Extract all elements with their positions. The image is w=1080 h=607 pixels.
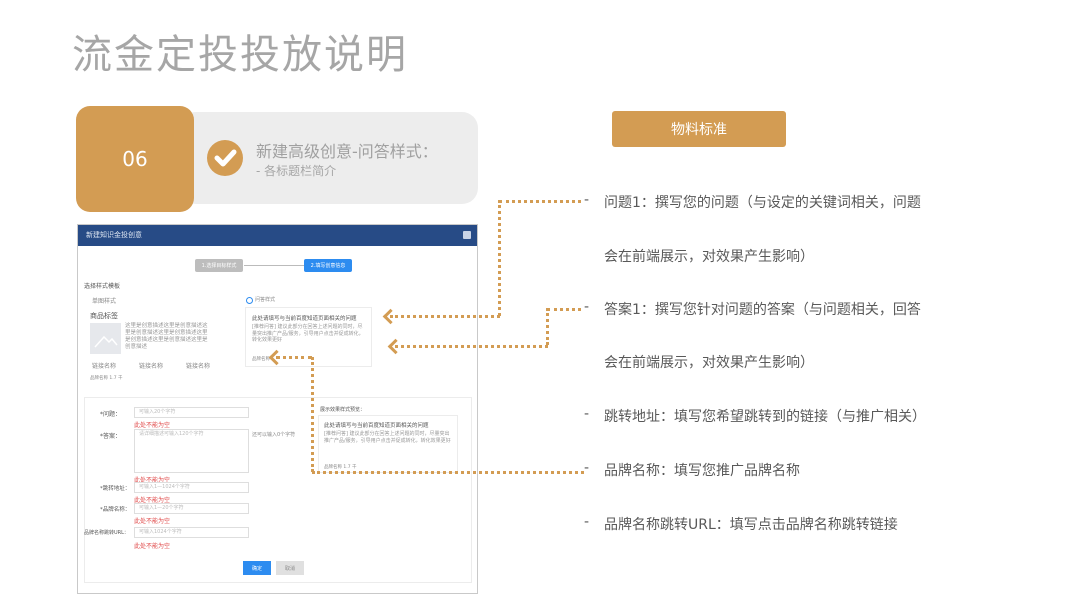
error-message: 此处不能为空 bbox=[134, 543, 171, 550]
radio-qa-style[interactable] bbox=[246, 297, 253, 304]
style-option-qa[interactable]: 问答样式 bbox=[255, 297, 276, 303]
step-subtitle: - 各标题栏简介 bbox=[256, 164, 337, 178]
create-creative-dialog: 新建知识金投创意 1.选择目标样式 2.填写创意信息 选择样式模板 单图样式 商… bbox=[77, 224, 478, 594]
bullet-dash: - bbox=[584, 299, 590, 315]
field-label-question: *问题： bbox=[100, 411, 122, 418]
cancel-label: 取消 bbox=[284, 565, 295, 572]
card-description: 这里是创意描述这里是创意描述这里是创意描述这里是创意描述这里是创意描述这里是创意… bbox=[125, 323, 208, 350]
style-option-single-image[interactable]: 单图样式 bbox=[92, 298, 117, 305]
brand-name-input[interactable]: 可输入1—20个字符 bbox=[134, 503, 249, 514]
error-message: 此处不能为空 bbox=[134, 477, 171, 484]
field-label-answer: *答案： bbox=[100, 433, 122, 440]
question-input[interactable]: 可输入20个字符 bbox=[134, 407, 249, 418]
material-standard-button[interactable]: 物料标准 bbox=[612, 111, 786, 147]
standard-item-redirect-url: 跳转地址：填写您希望跳转到的链接（与推广相关） bbox=[604, 409, 926, 425]
bullet-dash: - bbox=[584, 406, 590, 422]
close-icon[interactable] bbox=[463, 231, 471, 239]
confirm-label: 确定 bbox=[251, 565, 262, 572]
preview-label: 展示效果样式预览： bbox=[320, 407, 366, 413]
page-title: 流金定投投放说明 bbox=[72, 32, 408, 78]
step-number-badge: 06 bbox=[76, 106, 194, 212]
connector-question bbox=[499, 200, 581, 203]
cancel-button[interactable]: 取消 bbox=[276, 561, 304, 575]
link-name[interactable]: 链接名称 bbox=[139, 363, 164, 370]
qa-brand-footer: 品牌名称 bbox=[252, 357, 270, 362]
connector-brand bbox=[311, 357, 314, 472]
check-circle-icon bbox=[207, 140, 243, 176]
brand-footer: 品牌名称 1.7 千 bbox=[90, 376, 123, 381]
step-title: 新建高级创意-问答样式： bbox=[256, 142, 438, 161]
standard-item-brand-url: 品牌名称跳转URL：填写点击品牌名称跳转链接 bbox=[604, 517, 898, 533]
preview-answer: [推荐问答] 建议此部分在回答上述问题的同时，尽量突出推广产品/服务，引导用户点… bbox=[324, 431, 451, 444]
error-message: 此处不能为空 bbox=[134, 422, 171, 429]
step-tab-fill-info[interactable]: 2.填写创意信息 bbox=[304, 259, 352, 272]
section-label: 选择样式模板 bbox=[84, 283, 121, 290]
answer-textarea[interactable]: 请详细描述可输入120个字符 bbox=[134, 429, 249, 473]
preview-brand-footer: 品牌名称 1.7 千 bbox=[324, 465, 357, 470]
standard-item-question-line2: 会在前端展示，对效果产生影响） bbox=[604, 249, 814, 265]
char-count-hint: 还可以输入0个字符 bbox=[252, 432, 296, 438]
material-standard-label: 物料标准 bbox=[671, 122, 727, 138]
qa-question: 此处请填写与当前百度知道页面相关的问题 bbox=[252, 316, 357, 322]
connector-answer bbox=[546, 308, 549, 345]
field-label-brand-name: *品牌名称： bbox=[100, 507, 131, 513]
qa-answer: [推荐问答] 建议此部分在回答上述问题的同时，尽量突出推广产品/服务，引导用户点… bbox=[252, 324, 364, 343]
step-tab-select-style[interactable]: 1.选择目标样式 bbox=[195, 259, 243, 272]
connector-brand bbox=[276, 356, 312, 359]
step-connector bbox=[244, 265, 304, 266]
card-title: 商品标签 bbox=[90, 312, 118, 320]
error-message: 此处不能为空 bbox=[134, 497, 171, 504]
step-number: 06 bbox=[122, 147, 148, 171]
connector-question bbox=[390, 315, 500, 318]
step-tab-label: 1.选择目标样式 bbox=[201, 263, 237, 269]
preview-question: 此处请填写与当前百度知道页面相关的问题 bbox=[324, 423, 429, 429]
image-placeholder-icon bbox=[90, 323, 121, 354]
brand-url-input[interactable]: 可输入1024个字符 bbox=[134, 527, 249, 538]
bullet-dash: - bbox=[584, 192, 590, 208]
link-name[interactable]: 链接名称 bbox=[186, 363, 211, 370]
connector-question bbox=[498, 200, 501, 316]
redirect-url-input[interactable]: 可输入1—1024个字符 bbox=[134, 482, 249, 493]
bullet-dash: - bbox=[584, 514, 590, 530]
dialog-header: 新建知识金投创意 bbox=[78, 225, 477, 246]
preview-card: 此处请填写与当前百度知道页面相关的问题 [推荐问答] 建议此部分在回答上述问题的… bbox=[318, 415, 458, 473]
standard-item-answer-line1: 答案1：撰写您针对问题的答案（与问题相关，回答 bbox=[604, 302, 921, 318]
link-name[interactable]: 链接名称 bbox=[92, 363, 117, 370]
field-label-brand-url: 品牌名称跳转URL： bbox=[84, 530, 129, 536]
dialog-title: 新建知识金投创意 bbox=[86, 231, 142, 239]
standard-item-question-line1: 问题1：撰写您的问题（与设定的关键词相关，问题 bbox=[604, 195, 921, 211]
connector-brand bbox=[312, 471, 584, 474]
standard-item-answer-line2: 会在前端展示，对效果产生影响） bbox=[604, 355, 814, 371]
error-message: 此处不能为空 bbox=[134, 518, 171, 525]
standard-item-brand-name: 品牌名称：填写您推广品牌名称 bbox=[604, 463, 800, 479]
connector-answer bbox=[547, 308, 581, 311]
confirm-button[interactable]: 确定 bbox=[243, 561, 271, 575]
connector-answer bbox=[395, 345, 548, 348]
step-tab-label: 2.填写创意信息 bbox=[310, 263, 346, 269]
field-label-redirect-url: *跳转地址： bbox=[100, 486, 131, 492]
bullet-dash: - bbox=[584, 460, 590, 476]
